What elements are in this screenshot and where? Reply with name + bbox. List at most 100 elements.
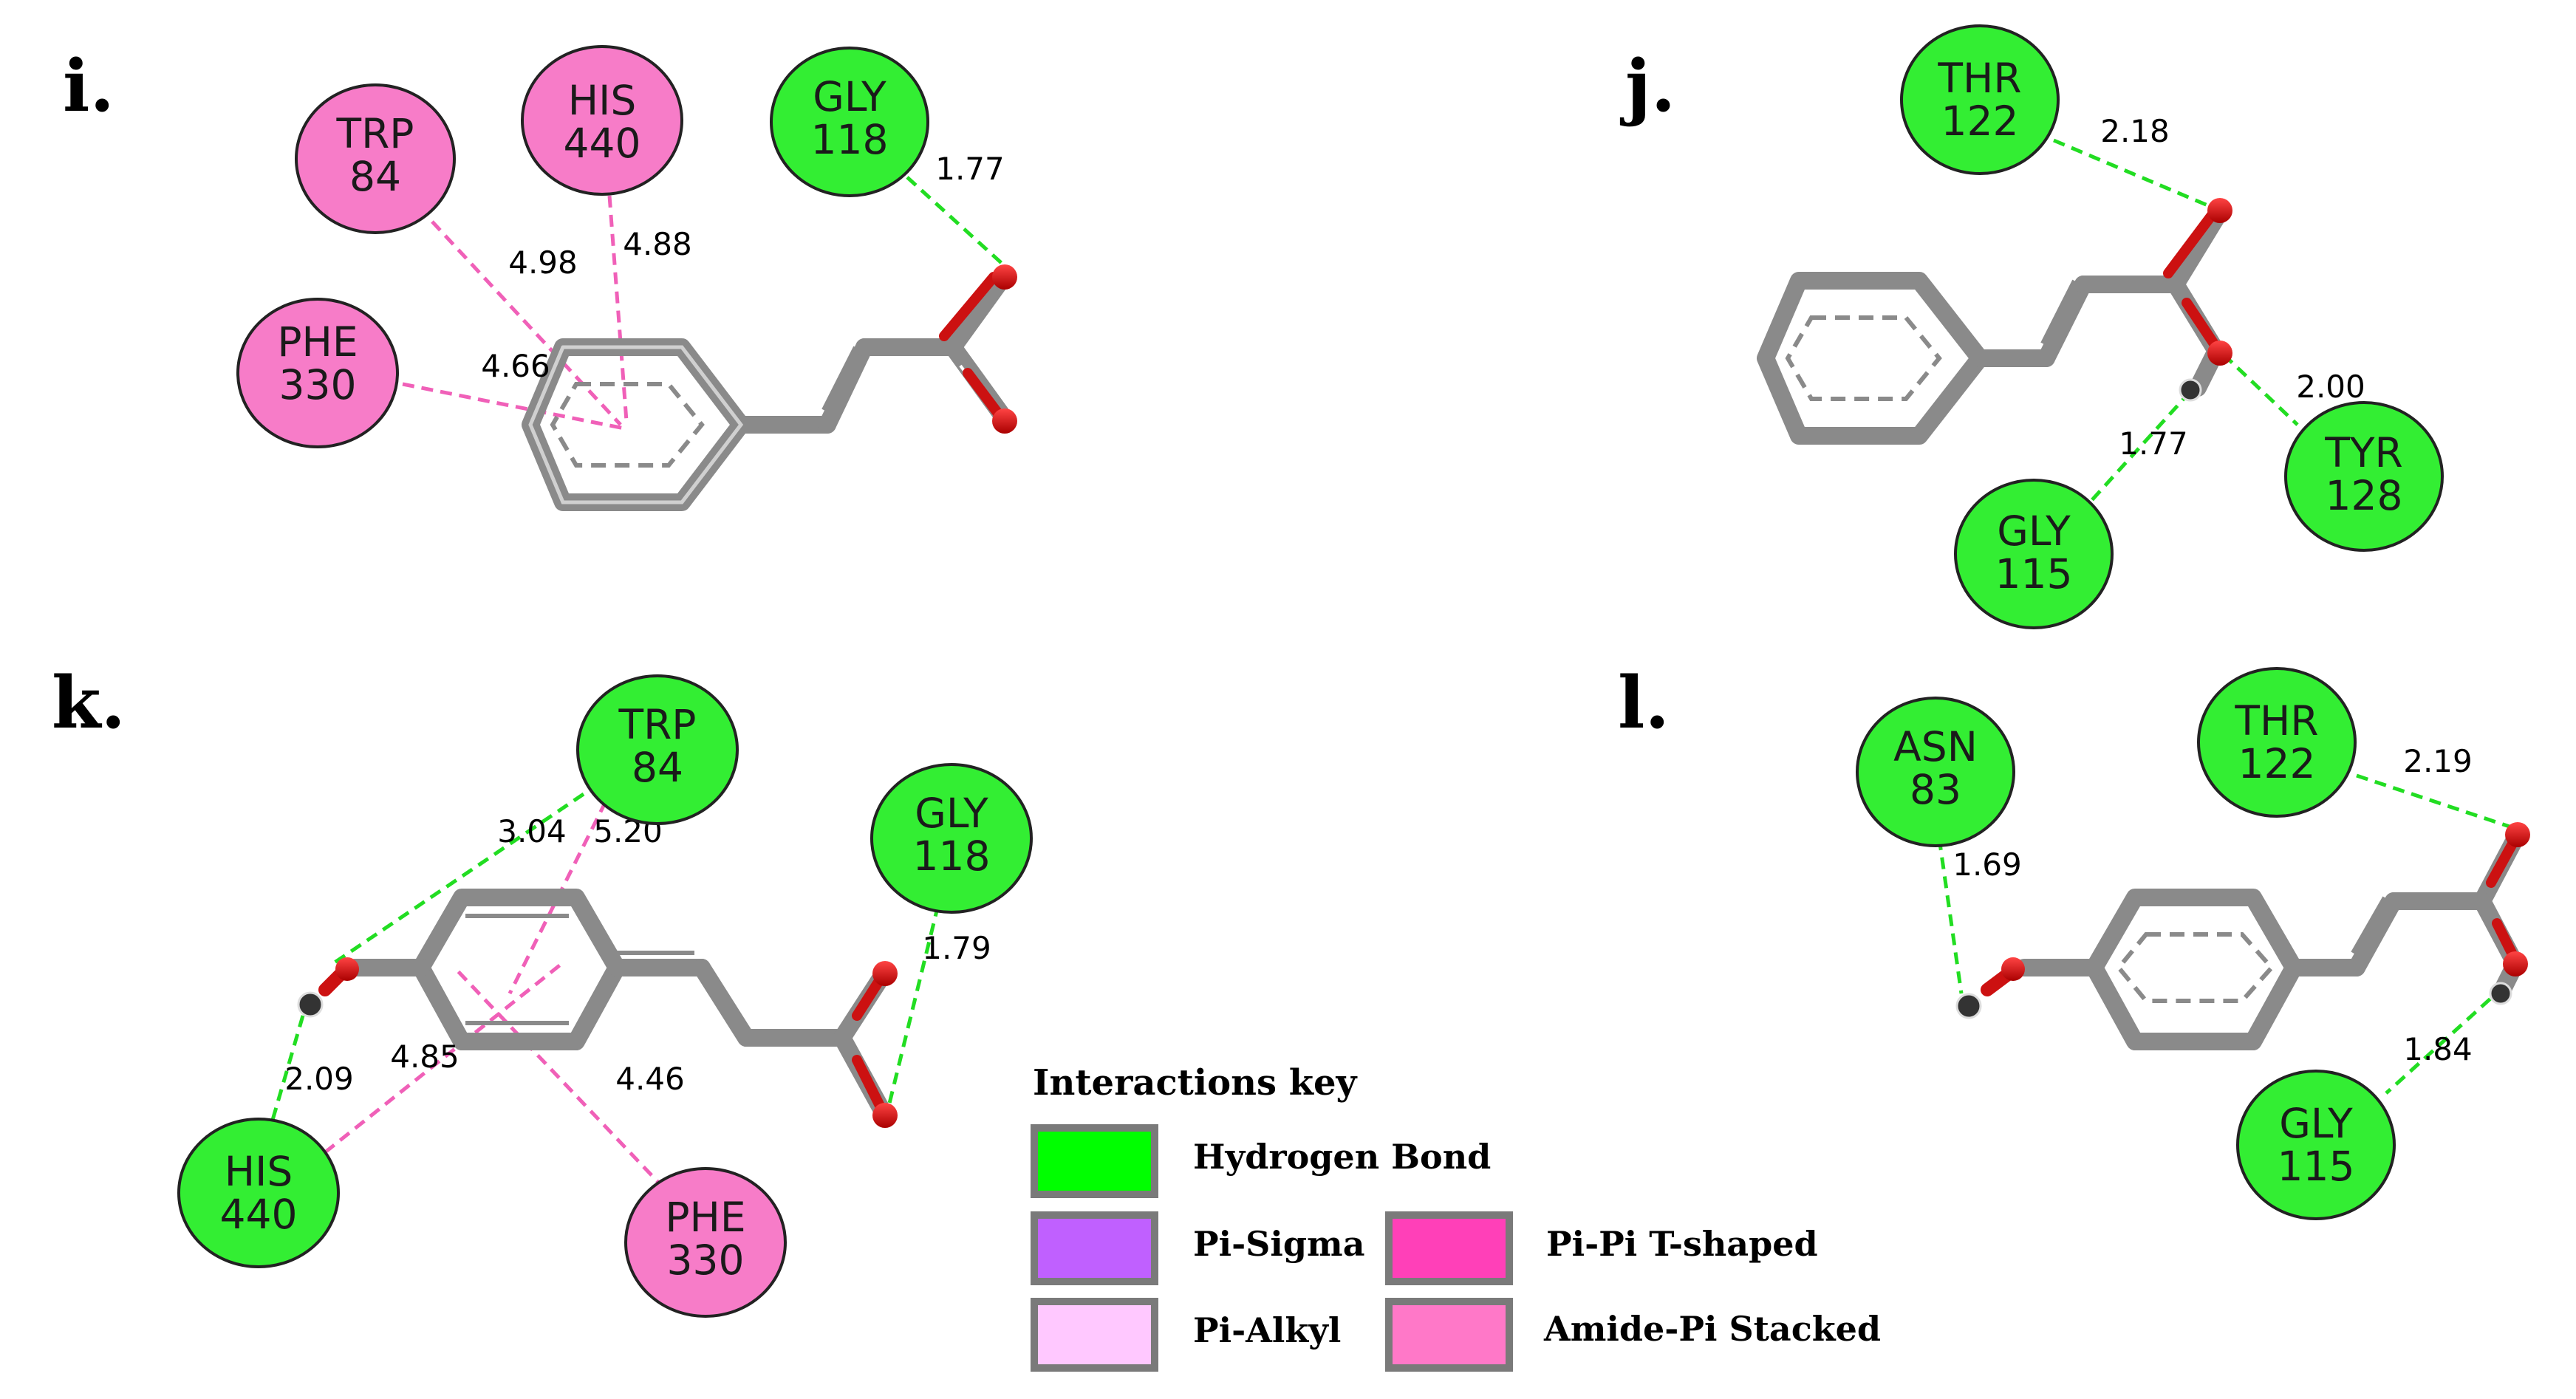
svg-text:GLY: GLY — [1997, 507, 2071, 555]
panel-label-i: i. — [63, 44, 115, 128]
key-swatch — [1385, 1211, 1513, 1285]
svg-text:THR: THR — [2234, 697, 2318, 745]
svg-text:118: 118 — [811, 116, 889, 163]
ligand-l — [1955, 822, 2530, 1050]
key-item-pi-sigma: Pi-Sigma — [1031, 1211, 1365, 1285]
panel-label-j: j. — [1619, 44, 1675, 128]
residue-gly118: GLY 118 — [870, 763, 1033, 914]
residue-trp84: TRP 84 — [576, 674, 739, 825]
hydrogen-atom — [2489, 982, 2512, 1005]
distance-label: 1.79 — [922, 930, 991, 966]
oxygen-atom — [992, 264, 1017, 290]
svg-text:330: 330 — [667, 1236, 745, 1284]
panel-label-k: k. — [52, 661, 126, 745]
svg-text:83: 83 — [1910, 766, 1961, 813]
svg-text:Hydrogen Bond: Hydrogen Bond — [1193, 1137, 1491, 1177]
oxygen-atom — [2505, 822, 2530, 847]
oxygen-atom — [2207, 341, 2232, 366]
distance-label: 1.84 — [2403, 1031, 2473, 1067]
svg-text:122: 122 — [1941, 98, 2019, 145]
hbond-line-thr122 — [2356, 773, 2512, 830]
hydrogen-atom — [2179, 378, 2202, 402]
interaction-lines-l — [1937, 773, 2512, 1095]
svg-text:115: 115 — [1995, 550, 2073, 598]
key-swatch — [1385, 1298, 1513, 1372]
panel-i: i. — [63, 44, 1017, 511]
hbond-line-his440 — [267, 1015, 305, 1131]
svg-text:HIS: HIS — [568, 77, 637, 124]
panel-k: k. — [52, 661, 1033, 1318]
svg-text:Pi-Sigma: Pi-Sigma — [1193, 1224, 1365, 1264]
svg-text:PHE: PHE — [277, 318, 358, 366]
distance-label: 1.77 — [935, 151, 1005, 187]
key-item-hydrogen-bond: Hydrogen Bond — [1031, 1124, 1491, 1198]
svg-text:Amide-Pi Stacked: Amide-Pi Stacked — [1543, 1309, 1881, 1349]
pi-line-trp84 — [431, 220, 622, 426]
pi-line-phe330 — [457, 970, 666, 1191]
svg-text:84: 84 — [632, 744, 683, 791]
hbond-line-tyr128 — [2222, 353, 2299, 426]
svg-text:Pi-Pi T-shaped: Pi-Pi T-shaped — [1546, 1224, 1818, 1264]
svg-text:TRP: TRP — [336, 110, 414, 157]
ligand-i — [522, 264, 1017, 511]
key-swatch — [1031, 1298, 1158, 1372]
oxygen-atom — [2001, 957, 2025, 981]
residue-phe330: PHE 330 — [624, 1167, 787, 1318]
distance-label: 1.69 — [1953, 846, 2022, 883]
panel-j: j. 2.18 2.00 1.77 — [1619, 24, 2444, 629]
ligand-j — [1757, 198, 2232, 445]
interactions-key: Interactions key Hydrogen Bond Pi-Sigma … — [1031, 1062, 1881, 1372]
svg-text:ASN: ASN — [1893, 723, 1978, 770]
hydrogen-atom — [297, 991, 324, 1018]
distance-label: 4.98 — [508, 244, 578, 281]
svg-text:TRP: TRP — [618, 701, 697, 748]
svg-text:115: 115 — [2278, 1143, 2355, 1190]
svg-text:PHE: PHE — [665, 1194, 745, 1241]
svg-text:HIS: HIS — [225, 1148, 293, 1195]
residue-phe330: PHE 330 — [236, 298, 399, 448]
key-title: Interactions key — [1033, 1062, 1359, 1104]
distance-label: 2.00 — [2296, 369, 2365, 405]
oxygen-atom — [992, 408, 1017, 434]
svg-text:118: 118 — [913, 832, 991, 880]
panel-l: l. — [1618, 661, 2530, 1220]
hbond-line-thr122 — [2053, 138, 2221, 213]
interaction-lines-j — [2053, 138, 2299, 511]
ligand-k — [297, 889, 898, 1128]
key-swatch — [1031, 1211, 1158, 1285]
residue-thr122: THR 122 — [2197, 667, 2357, 818]
svg-text:THR: THR — [1937, 55, 2021, 102]
svg-text:GLY: GLY — [915, 790, 988, 837]
svg-text:Pi-Alkyl: Pi-Alkyl — [1193, 1310, 1341, 1350]
residue-gly118: GLY 118 — [770, 47, 929, 197]
oxygen-atom — [2207, 198, 2232, 223]
residue-his440: HIS 440 — [177, 1118, 340, 1268]
distance-label: 2.19 — [2403, 743, 2473, 779]
distance-label: 4.88 — [623, 226, 692, 262]
residue-tyr128: TYR 128 — [2284, 401, 2444, 552]
hbond-line-gly115 — [2385, 985, 2506, 1095]
svg-text:128: 128 — [2326, 472, 2403, 519]
hydrogen-atom — [1955, 993, 1982, 1019]
hbond-line-gly118 — [906, 176, 1006, 267]
svg-text:GLY: GLY — [2279, 1100, 2353, 1147]
distance-label: 4.66 — [481, 348, 550, 384]
residue-trp84: TRP 84 — [295, 83, 456, 234]
pi-line-his440 — [324, 962, 563, 1154]
hbond-line-trp84 — [331, 792, 585, 966]
interaction-lines-i — [402, 176, 1006, 431]
svg-text:84: 84 — [349, 153, 401, 200]
distance-label: 3.04 — [497, 813, 567, 849]
key-item-pi-pi-t-shaped: Pi-Pi T-shaped — [1385, 1211, 1818, 1285]
distance-label: 1.77 — [2119, 425, 2188, 462]
residue-gly115: GLY 115 — [1954, 479, 2114, 629]
svg-text:330: 330 — [279, 361, 357, 408]
svg-text:440: 440 — [220, 1191, 298, 1238]
residue-gly115: GLY 115 — [2236, 1070, 2396, 1220]
svg-text:GLY: GLY — [813, 73, 886, 120]
oxygen-atom — [335, 957, 359, 981]
distance-label: 4.85 — [390, 1039, 459, 1075]
key-item-amide-pi-stacked: Amide-Pi Stacked — [1385, 1298, 1881, 1372]
svg-text:TYR: TYR — [2324, 429, 2402, 476]
